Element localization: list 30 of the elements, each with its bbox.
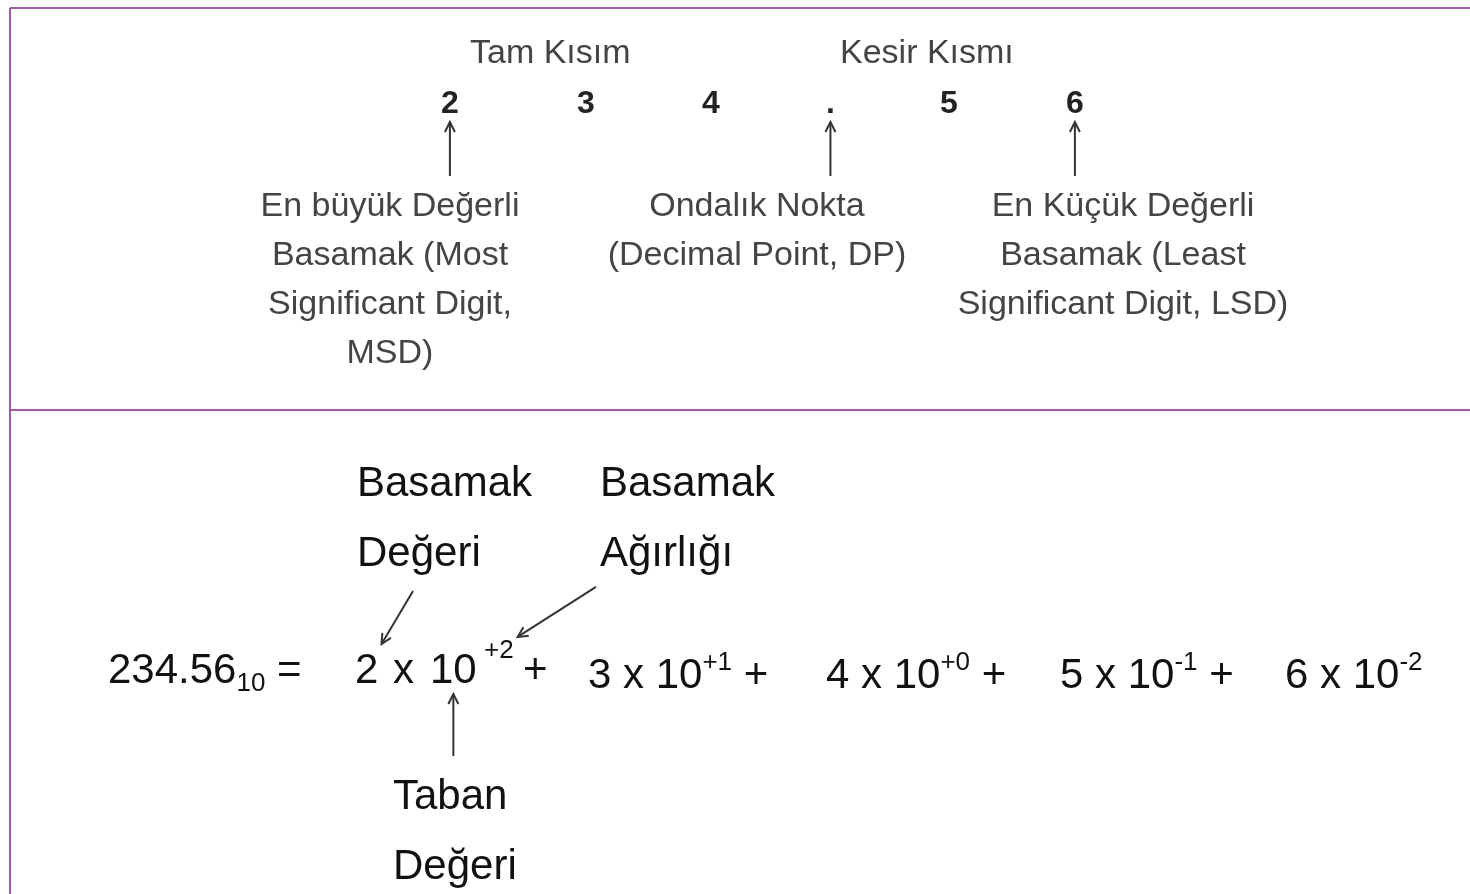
annotation-text: Basamak Ağırlığı bbox=[600, 447, 810, 587]
formula-term: 2 bbox=[355, 648, 379, 690]
leader-arrow bbox=[443, 121, 456, 177]
digit-label: 2 bbox=[441, 86, 459, 118]
formula-term: 3 x 10$^{+1}$ + bbox=[588, 648, 769, 695]
formula-term: 4 x 10$^{+0}$ + bbox=[826, 648, 1007, 695]
heading-text: Kesir Kısmı bbox=[840, 34, 1014, 68]
annotation-text: Taban Değeri bbox=[393, 760, 553, 894]
annotation-text: Ondalık Nokta (Decimal Point, DP) bbox=[597, 180, 917, 278]
heading-text: Tam Kısım bbox=[470, 34, 631, 68]
leader-arrow bbox=[447, 693, 460, 757]
formula-term: x bbox=[393, 648, 414, 690]
digit-label: 3 bbox=[577, 86, 595, 118]
annotation-text: En Küçük Değerli Basamak (Least Significant Digit, LSD) bbox=[953, 180, 1293, 327]
leader-arrow bbox=[1068, 121, 1081, 177]
digit-label: 5 bbox=[940, 86, 958, 118]
exponent: +2 bbox=[484, 636, 514, 662]
formula-term: 10 bbox=[430, 648, 477, 690]
leader-arrow bbox=[380, 590, 415, 645]
formula-term: 234.56$_{10}$ = bbox=[108, 648, 302, 695]
formula-term: + bbox=[523, 648, 548, 690]
annotation-text: En büyük Değerli Basamak (Most Significant Digit, MSD) bbox=[220, 180, 560, 376]
formula-term: 5 x 10$^{-1}$ + bbox=[1060, 648, 1234, 695]
leader-arrow bbox=[516, 585, 597, 638]
digit-label: 4 bbox=[702, 86, 720, 118]
formula-term: 6 x 10$^{-2}$ bbox=[1285, 648, 1423, 695]
annotation-text: Basamak Değeri bbox=[357, 447, 557, 587]
decimal-point: . bbox=[826, 86, 835, 118]
leader-arrow bbox=[824, 121, 837, 177]
digit-label: 6 bbox=[1066, 86, 1084, 118]
